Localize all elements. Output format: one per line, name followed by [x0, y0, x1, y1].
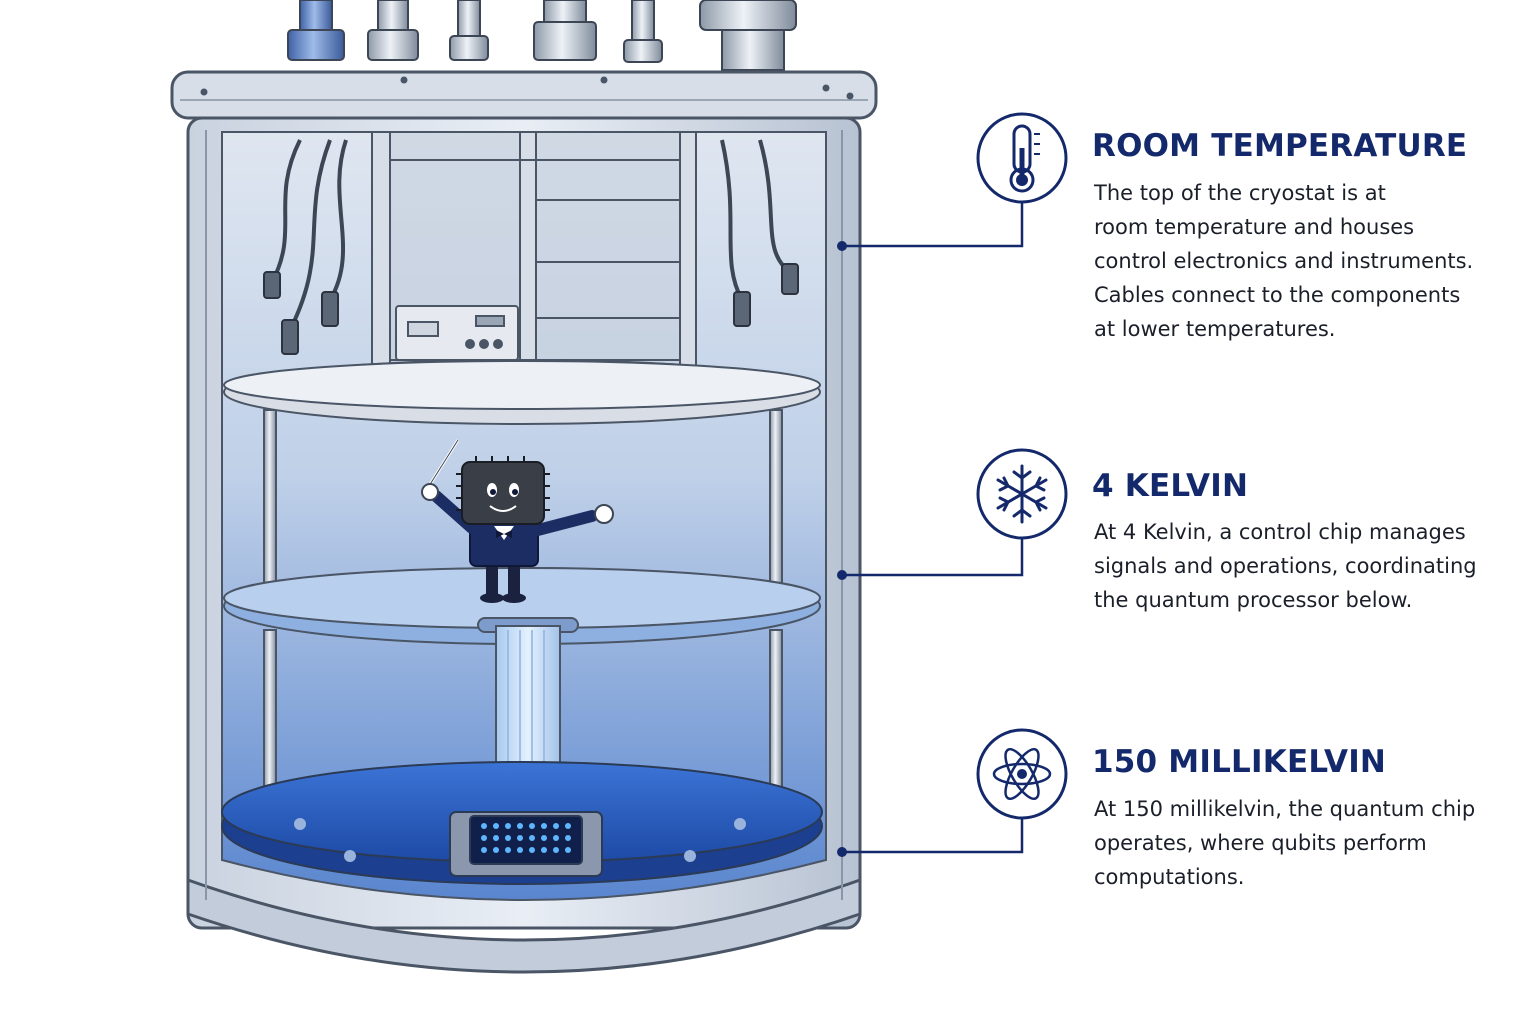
millikelvin-line: computations. — [1094, 865, 1245, 889]
room-temperature-line: Cables connect to the components — [1094, 283, 1461, 307]
quantum-chip — [449, 811, 603, 877]
cables — [270, 139, 792, 331]
room-temperature-line: room temperature and houses — [1094, 215, 1415, 239]
room-temperature-plate — [223, 359, 821, 425]
thermometer-icon — [976, 112, 1068, 204]
snowflake-icon — [976, 448, 1068, 540]
room-temperature-line: control electronics and instruments. — [1094, 249, 1474, 273]
millikelvin-line: At 150 millikelvin, the quantum chip — [1094, 797, 1476, 821]
room-temperature-line: The top of the cryostat is at — [1094, 181, 1386, 205]
room-temperature-description: The top of the cryostat is at room tempe… — [1094, 176, 1494, 346]
control-chip-character — [421, 439, 614, 603]
room-temperature-title: ROOM TEMPERATURE — [1092, 128, 1468, 164]
four-kelvin-connector-dot — [837, 570, 847, 580]
four-kelvin-description: At 4 Kelvin, a control chip manages sign… — [1094, 515, 1494, 617]
four-kelvin-line: At 4 Kelvin, a control chip manages — [1094, 520, 1466, 544]
millikelvin-description: At 150 millikelvin, the quantum chip ope… — [1094, 792, 1494, 894]
millikelvin-line: operates, where qubits perform — [1094, 831, 1427, 855]
instrument-rack — [371, 131, 697, 379]
atom-icon — [976, 728, 1068, 820]
millikelvin-title: 150 MILLIKELVIN — [1092, 744, 1387, 780]
room-connector-dot — [837, 241, 847, 251]
connector-lines — [842, 200, 1024, 854]
four-kelvin-line: the quantum processor below. — [1094, 588, 1413, 612]
four-kelvin-line: signals and operations, coordinating — [1094, 554, 1477, 578]
room-temperature-line: at lower temperatures. — [1094, 317, 1336, 341]
top-pipes — [287, 0, 797, 71]
cable-connectors — [263, 263, 799, 355]
four-kelvin-title: 4 KELVIN — [1092, 468, 1249, 504]
millikelvin-connector-dot — [837, 847, 847, 857]
